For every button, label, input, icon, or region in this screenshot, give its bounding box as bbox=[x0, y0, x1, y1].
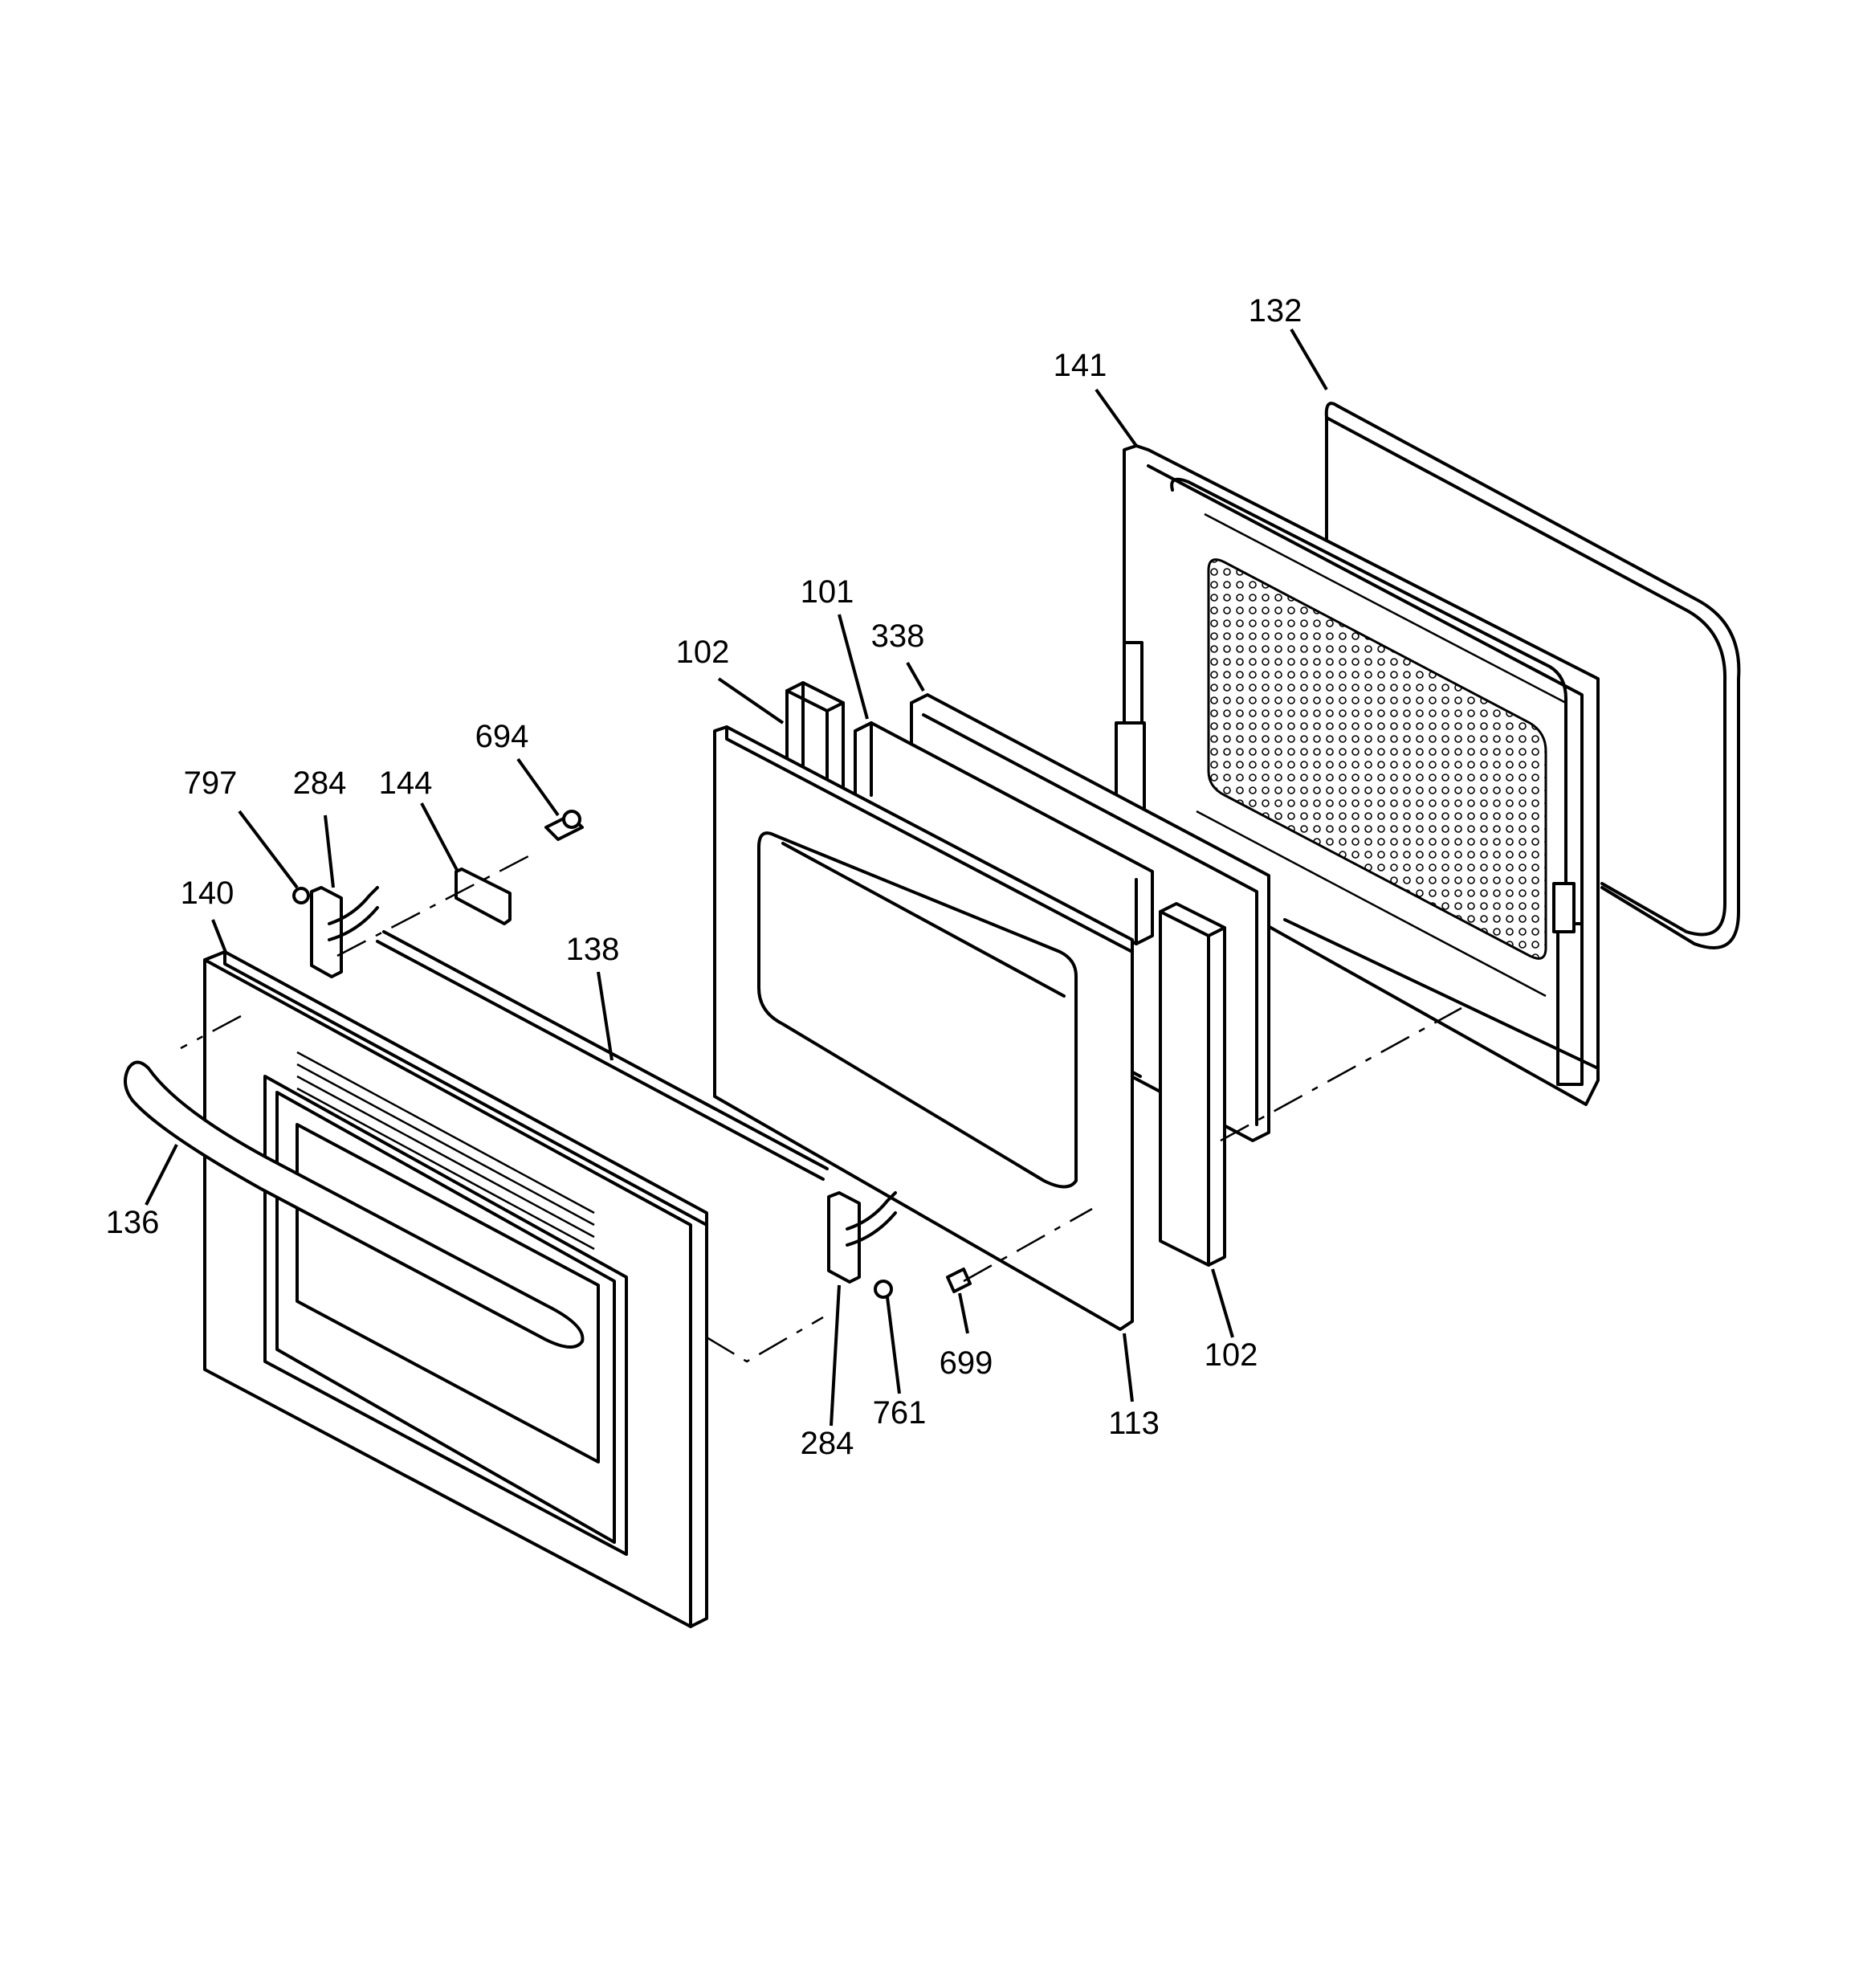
callout-102-lower: 102 bbox=[1205, 1337, 1258, 1373]
callout-141: 141 bbox=[1054, 348, 1107, 383]
screw-797 bbox=[292, 887, 310, 904]
callout-761: 761 bbox=[873, 1395, 927, 1431]
hinge-plate bbox=[455, 867, 512, 925]
hinge-upper bbox=[310, 886, 379, 978]
door-handle bbox=[124, 1060, 585, 1349]
hinge-lower bbox=[827, 1191, 897, 1284]
assembly-lines bbox=[180, 854, 1462, 1363]
callout-132: 132 bbox=[1249, 293, 1302, 329]
screw-699 bbox=[946, 1268, 972, 1293]
callout-136: 136 bbox=[106, 1205, 160, 1240]
callout-labels: 132 141 101 338 102 694 797 284 144 140 … bbox=[106, 293, 1302, 1461]
leader-lines bbox=[145, 328, 1328, 1427]
screw-694 bbox=[544, 810, 584, 841]
callout-284-upper: 284 bbox=[293, 765, 347, 801]
callout-338: 338 bbox=[871, 618, 925, 654]
callout-140: 140 bbox=[181, 876, 234, 911]
callout-102-upper: 102 bbox=[676, 635, 730, 670]
callout-797: 797 bbox=[184, 765, 238, 801]
callout-101: 101 bbox=[801, 574, 854, 610]
callout-144: 144 bbox=[379, 765, 433, 801]
door-rod bbox=[376, 930, 829, 1181]
callout-138: 138 bbox=[566, 932, 620, 967]
door-inner-panel bbox=[1115, 444, 1600, 1106]
callout-284-lower: 284 bbox=[801, 1426, 854, 1461]
callout-113: 113 bbox=[1108, 1406, 1160, 1441]
callout-699: 699 bbox=[940, 1345, 993, 1381]
callout-694: 694 bbox=[475, 719, 529, 754]
insulation-post-right bbox=[1159, 902, 1226, 1267]
screw-761 bbox=[874, 1280, 893, 1299]
door-liner-frame bbox=[713, 725, 1134, 1331]
